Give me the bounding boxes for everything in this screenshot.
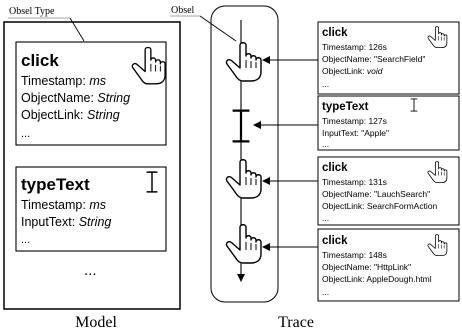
obsel-attr-line: ObjectLink: void <box>322 66 383 76</box>
obsel-attr-line: ObjectName: "LauchSearch" <box>322 189 430 199</box>
obsel-attr-line: Timestamp: 148s <box>322 250 387 260</box>
obsel-leader <box>199 15 237 42</box>
obsel-attr-line: InputText: "Apple" <box>322 128 389 138</box>
obsel-attr-line: ObjectLink: AppleDough.html <box>322 274 432 284</box>
trace-caption: Trace <box>278 314 314 331</box>
model-type-click: click Timestamp: ms ObjectName: String O… <box>15 41 167 146</box>
model-type-name: typeText <box>21 175 90 194</box>
obsel-attr-line: ObjectName: "SearchField" <box>322 54 425 64</box>
model-type-name: click <box>21 51 59 70</box>
model-attr-line: ... <box>21 128 30 140</box>
model-attr-line: ObjectName: String <box>21 91 130 105</box>
model-attr-line: InputText: String <box>21 215 111 229</box>
obsel-name: click <box>322 162 348 174</box>
obsel-name: typeText <box>322 101 369 113</box>
obsel-callout: Obsel <box>171 5 195 16</box>
obsel-attr-line: ... <box>322 213 329 223</box>
model-attr-line: ... <box>21 234 30 246</box>
model-attr-line: Timestamp: ms <box>21 198 106 212</box>
obsel-attr-line: ... <box>322 139 329 149</box>
trace-timeline-panel <box>210 5 279 303</box>
model-type-box <box>15 166 167 252</box>
model-more-ellipsis: ... <box>84 262 97 279</box>
obsel-card <box>317 95 460 151</box>
obsel-name: click <box>322 235 348 247</box>
model-type-box <box>15 41 167 146</box>
model-panel: click Timestamp: ms ObjectName: String O… <box>3 21 181 310</box>
obsel-attr-line: ObjectName: "HttpLink" <box>322 262 411 272</box>
obsel-attr-line: ... <box>322 79 329 89</box>
obsel-attr-line: Timestamp: 131s <box>322 177 387 187</box>
obsel-type-callout: Obsel Type <box>9 6 55 17</box>
model-attr-line: Timestamp: ms <box>21 74 106 88</box>
trace-obsel-typetext: typeText Timestamp: 127s InputText: "App… <box>317 95 460 151</box>
trace-obsel-click: click Timestamp: 126s ObjectName: "Searc… <box>317 21 460 95</box>
model-caption: Model <box>75 314 117 331</box>
trace-obsel-click: click Timestamp: 148s ObjectName: "HttpL… <box>317 228 460 302</box>
obsel-attr-line: ... <box>322 287 329 297</box>
trace-obsel-click: click Timestamp: 131s ObjectName: "Lauch… <box>317 156 460 226</box>
model-attr-line: ObjectLink: String <box>21 108 120 122</box>
obsel-attr-line: ObjectLink: SearchFormAction <box>322 201 438 211</box>
obsel-type-leader <box>69 17 85 42</box>
model-type-typetext: typeText Timestamp: ms InputText: String… <box>15 166 167 252</box>
obsel-name: click <box>322 27 348 39</box>
obsel-attr-line: Timestamp: 127s <box>322 116 387 126</box>
obsel-attr-line: Timestamp: 126s <box>322 42 387 52</box>
